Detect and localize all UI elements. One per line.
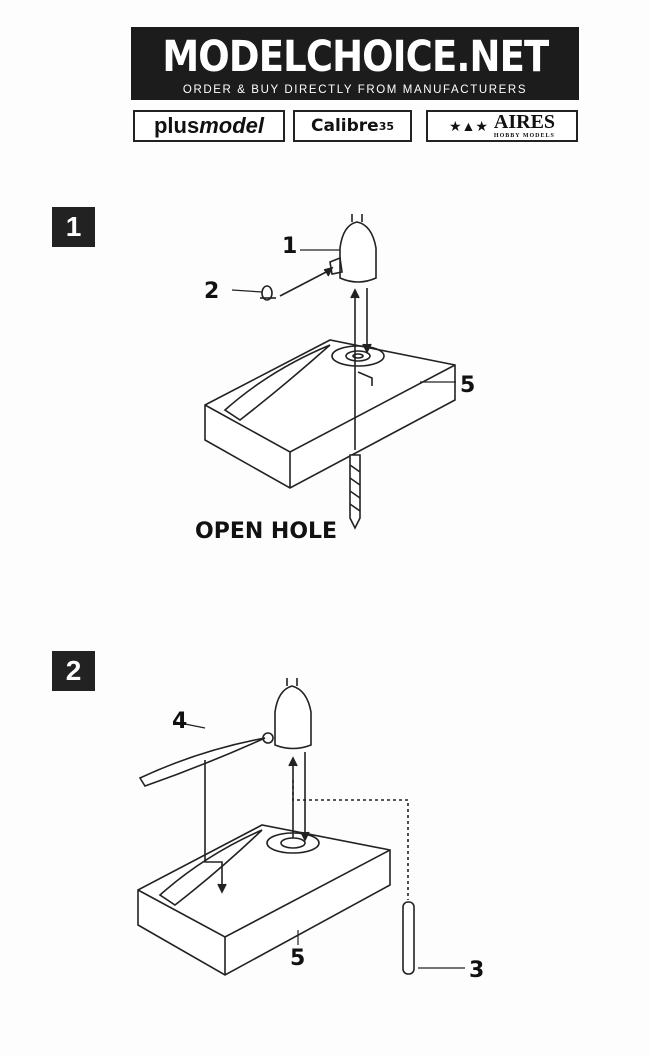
- base-part-5: [137, 824, 391, 976]
- step-1-badge: 1: [52, 207, 95, 247]
- step-1-diagram: 1 2 5 OPEN HOLE: [195, 214, 475, 544]
- open-hole-note: OPEN HOLE: [195, 519, 337, 544]
- base-part-5: [204, 339, 456, 489]
- label-part-4: 4: [172, 709, 187, 734]
- logo-text: HOBBY MODELS: [493, 133, 555, 139]
- part-3-pin: [402, 901, 415, 975]
- part-1-cone: [329, 214, 377, 283]
- banner-subtitle: ORDER & BUY DIRECTLY FROM MANUFACTURERS: [182, 84, 528, 96]
- label-part-3: 3: [469, 958, 484, 983]
- label-part-2: 2: [204, 279, 219, 304]
- drill-bit: [349, 454, 361, 530]
- logo-text: 35: [378, 119, 394, 133]
- modelchoice-banner: MODELCHOICE.NET ORDER & BUY DIRECTLY FRO…: [131, 27, 579, 100]
- part-1-cone: [262, 678, 312, 750]
- label-part-1: 1: [282, 234, 297, 259]
- step-2-diagram: 4 5 3: [137, 678, 484, 983]
- label-part-5: 5: [460, 373, 475, 398]
- part-2-clamp: [260, 285, 276, 301]
- arrow: [279, 269, 331, 297]
- logo-text: AIRES: [493, 111, 556, 133]
- label-part-5: 5: [290, 946, 305, 971]
- part-4-rod: [138, 737, 266, 787]
- logo-text: plus: [153, 113, 200, 138]
- stars-icon: ★▲★: [448, 117, 488, 134]
- logo-text: model: [199, 113, 265, 138]
- banner-title: MODELCHOICE.NET: [162, 32, 549, 82]
- step-2-badge: 2: [52, 651, 95, 691]
- logo-text: Calibre: [311, 116, 379, 136]
- arrow: [204, 760, 223, 890]
